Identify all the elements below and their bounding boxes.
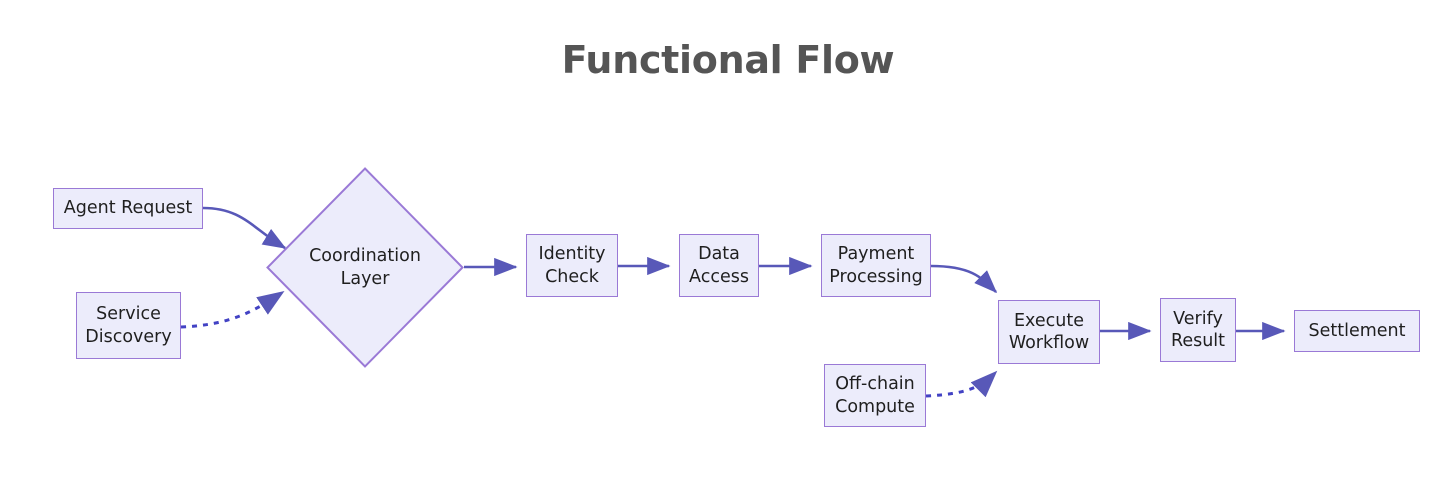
node-verify-result-label: Verify Result: [1170, 308, 1226, 351]
node-execute-workflow[interactable]: Execute Workflow: [998, 300, 1100, 364]
node-data-access[interactable]: Data Access: [679, 234, 759, 297]
edge-off-chain-compute-to-execute-workflow: [925, 370, 998, 398]
node-service-discovery[interactable]: Service Discovery: [76, 292, 181, 359]
node-agent-request-label: Agent Request: [63, 198, 193, 219]
node-coordination-layer[interactable]: Coordination Layer: [266, 167, 464, 368]
node-execute-workflow-label: Execute Workflow: [1008, 310, 1090, 353]
node-payment-processing[interactable]: Payment Processing: [821, 234, 931, 297]
edge-service-discovery-to-coordination-layer: [180, 290, 285, 329]
diamond-shape: [266, 167, 464, 368]
node-data-access-label: Data Access: [689, 244, 749, 287]
node-agent-request[interactable]: Agent Request: [53, 188, 203, 229]
node-identity-check-label: Identity Check: [538, 244, 606, 287]
node-verify-result[interactable]: Verify Result: [1160, 298, 1236, 362]
node-payment-processing-label: Payment Processing: [829, 244, 923, 287]
node-settlement[interactable]: Settlement: [1294, 310, 1420, 352]
node-settlement-label: Settlement: [1308, 320, 1406, 341]
node-service-discovery-label: Service Discovery: [85, 304, 172, 347]
node-coordination-layer-label: Coordination Layer: [309, 245, 421, 289]
node-identity-check[interactable]: Identity Check: [526, 234, 618, 297]
edge-agent-request-to-coordination-layer: [202, 206, 287, 250]
node-off-chain-compute[interactable]: Off-chain Compute: [824, 364, 926, 427]
node-off-chain-compute-label: Off-chain Compute: [835, 374, 915, 417]
edge-payment-processing-to-execute-workflow: [930, 264, 998, 294]
page-title: Functional Flow: [561, 38, 895, 82]
